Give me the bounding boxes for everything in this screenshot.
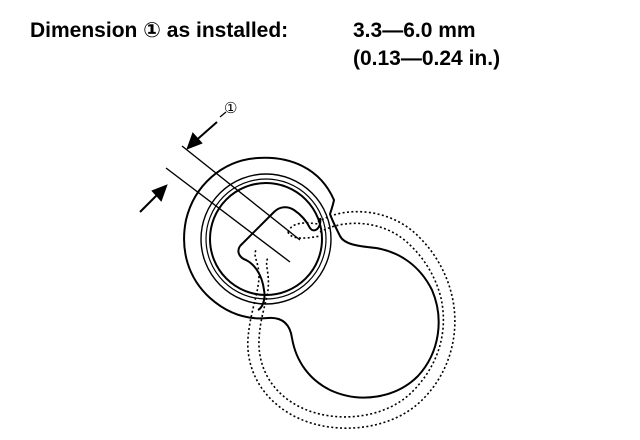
dimension-arrows (139, 121, 218, 213)
upper-arrow-head (186, 132, 203, 150)
dimension-label: Dimension ① as installed: (30, 19, 289, 42)
callout-label: ① (224, 99, 237, 117)
dimension-value-in: (0.13—0.24 in.) (353, 47, 501, 70)
lower-arrow-head (151, 184, 168, 202)
dimension-value-mm: 3.3—6.0 mm (353, 19, 476, 42)
callout-marker: ① (219, 99, 237, 118)
dimension-extension-lines (165, 145, 301, 263)
solid-component-outline (183, 156, 440, 399)
clip-shape (237, 206, 322, 311)
grommet-rings (200, 173, 332, 305)
